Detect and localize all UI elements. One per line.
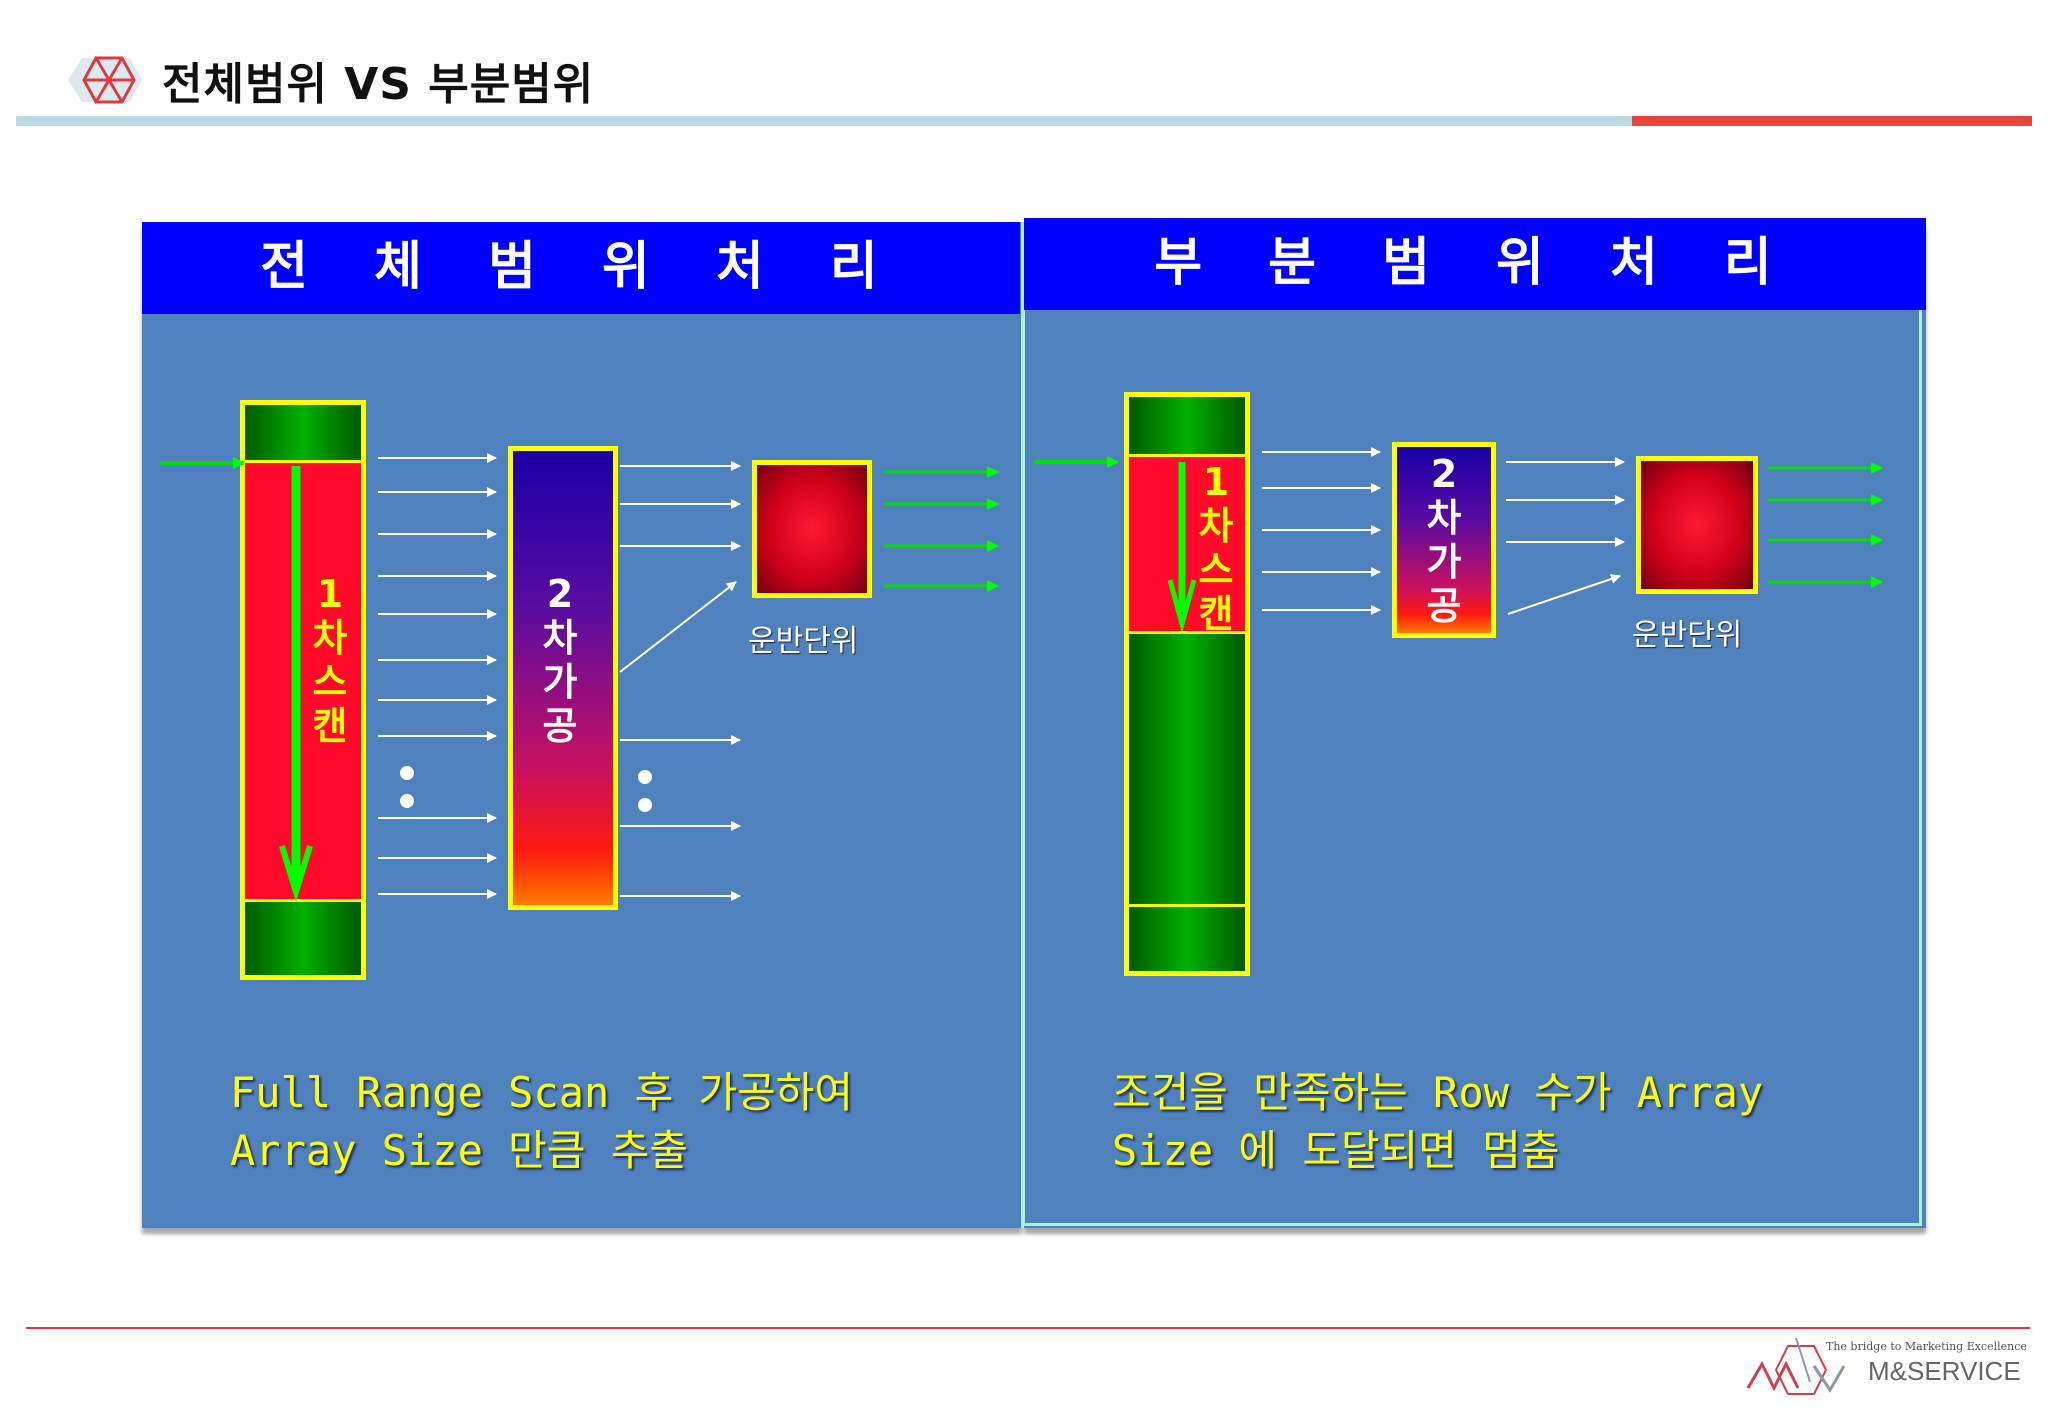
left-caption: Full Range Scan 후 가공하여 Array Size 만큼 추출	[230, 1064, 853, 1180]
left-scan-direction-head	[279, 845, 313, 903]
right-scan-direction-head	[1167, 579, 1197, 634]
right-unit-out-arrows	[1768, 462, 1883, 588]
right-process-bar	[1392, 442, 1496, 638]
left-scan-out-arrows	[378, 453, 497, 899]
right-process-label: 2 차 가 공	[1426, 452, 1462, 628]
left-process-bar	[508, 446, 618, 910]
right-scan-out-arrows	[1262, 447, 1381, 615]
right-process-out-arrows	[1506, 457, 1625, 615]
left-scan-ellipsis-dot-2	[400, 794, 414, 808]
title-logo-icon	[68, 56, 142, 104]
title-underline-blue	[16, 116, 1632, 126]
left-scan-ellipsis-dot-1	[400, 766, 414, 780]
right-unit-box	[1636, 456, 1758, 594]
company-logo-tagline: The bridge to Marketing Excellence	[1826, 1340, 2027, 1353]
left-process-out-arrows	[619, 461, 741, 901]
right-caption-line-2: Size 에 도달되면 멈춤	[1112, 1126, 1560, 1175]
right-panel-border	[1022, 310, 1922, 1226]
left-unit-label: 운반단위	[748, 624, 859, 659]
left-caption-line-2: Array Size 만큼 추출	[230, 1126, 688, 1175]
footer-line	[26, 1327, 2030, 1329]
left-process-ellipsis-dot-2	[638, 798, 652, 812]
right-caption-line-1: 조건을 만족하는 Row 수가 Array	[1112, 1068, 1764, 1117]
company-logo-text: M&SERVICE	[1868, 1356, 2021, 1386]
right-scan-label: 1 차 스 캔	[1198, 460, 1234, 636]
company-logo-icon	[1746, 1337, 1846, 1395]
right-panel-header: 부 분 범 위 처 리	[1024, 218, 1926, 310]
left-process-ellipsis-dot-1	[638, 770, 652, 784]
left-process-label: 2 차 가 공	[542, 572, 578, 748]
slide-title: 전체범위 VS 부분범위	[162, 59, 595, 110]
left-panel-header: 전 체 범 위 처 리	[142, 222, 1020, 314]
right-unit-label: 운반단위	[1632, 618, 1743, 653]
left-scan-label: 1 차 스 캔	[312, 572, 348, 748]
right-caption: 조건을 만족하는 Row 수가 Array Size 에 도달되면 멈춤	[1112, 1064, 1763, 1180]
right-scan-tail-line	[1129, 904, 1245, 907]
title-underline-red	[1632, 116, 2032, 126]
left-unit-box	[752, 460, 872, 598]
left-caption-line-1: Full Range Scan 후 가공하여	[230, 1068, 854, 1117]
left-scan-range	[245, 460, 361, 902]
left-unit-out-arrows	[884, 466, 999, 592]
